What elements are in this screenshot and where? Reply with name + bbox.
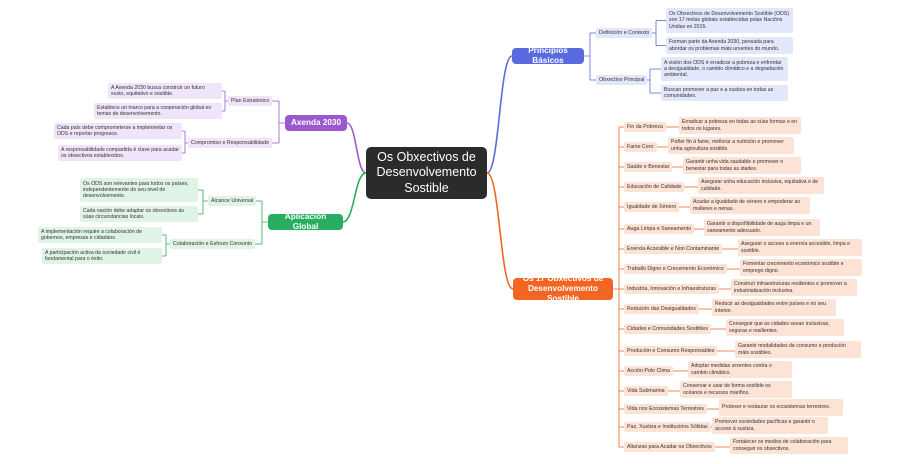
goal-9-label[interactable]: Industria, Innovación e Infraestruturas xyxy=(624,284,719,294)
goal-2-label[interactable]: Fame Cero xyxy=(624,142,657,152)
connector-12 xyxy=(647,69,651,93)
connector-18 xyxy=(224,91,228,111)
connector-1 xyxy=(486,172,514,290)
leaf-alcance-2[interactable]: Cada nación debe adaptar os obxectivos á… xyxy=(80,206,198,222)
goal-12-label[interactable]: Produción e Consumo Responsables xyxy=(624,346,718,356)
goal-11-label[interactable]: Cidades e Comunidades Sostibles xyxy=(624,324,711,334)
goal-15-description[interactable]: Protexer e restaurar os ecosistemas terr… xyxy=(719,399,843,416)
goal-13-description[interactable]: Adoptar medidas urxentes contra o cambio… xyxy=(688,361,792,378)
connector-15 xyxy=(278,101,285,143)
central-topic[interactable]: Os Obxectivos de Desenvolvemento Sostibl… xyxy=(366,147,487,199)
subtopic-colaboracion-esforzo[interactable]: Colaboración e Esforzo Conxunto xyxy=(170,239,256,249)
goal-17-label[interactable]: Alianzas para Acadar os Obxectivos xyxy=(624,442,715,452)
goal-5-label[interactable]: Igualdade de Xénero xyxy=(624,202,680,212)
goal-4-description[interactable]: Asegurar unha educación inclusiva, equit… xyxy=(698,177,824,194)
subtopic-plan-estrategico[interactable]: Plan Estratéxico xyxy=(228,96,273,106)
branch-aplicacion-global[interactable]: Aplicación Global xyxy=(268,212,343,231)
goal-4-label[interactable]: Educación de Calidade xyxy=(624,182,685,192)
branch-principios-basicos[interactable]: Principios Básicos xyxy=(512,46,584,65)
leaf-colaboracion-2[interactable]: A participación activa da sociedade civi… xyxy=(42,248,162,264)
goal-2-description[interactable]: Poñer fin á fame, mellorar a nutrición e… xyxy=(668,137,794,154)
connector-30 xyxy=(165,235,170,256)
subtopic-obxectivo-principal[interactable]: Obxectivo Principal xyxy=(596,75,648,85)
goal-10-description[interactable]: Reducir as desigualdades entre países e … xyxy=(712,299,836,316)
goal-14-description[interactable]: Conservar e usar de forma sostible os oc… xyxy=(680,381,792,398)
goal-15-label[interactable]: Vida nos Ecosistemas Terrestres xyxy=(624,404,707,414)
leaf-obxectivo-1[interactable]: A visión dos ODS é erradicar a pobreza e… xyxy=(661,57,788,81)
subtopic-definicion-contexto[interactable]: Definición e Contexto xyxy=(596,28,653,38)
leaf-plan-2[interactable]: Establece un marco para a cooperación gl… xyxy=(94,103,222,119)
leaf-alcance-1[interactable]: Os ODS son relevantes para todos os país… xyxy=(80,178,198,202)
leaf-colaboracion-1[interactable]: A implementación require a colaboración … xyxy=(38,227,162,243)
leaf-definicion-2[interactable]: Forman parte da Axenda 2030, pensada par… xyxy=(666,37,793,54)
goal-1-label[interactable]: Fin da Pobreza xyxy=(624,122,666,132)
goal-5-description[interactable]: Acadar a igualdade de xénero e empoderar… xyxy=(690,197,810,214)
leaf-definicion-1[interactable]: Os Obxectivos de Desenvolvemento Sostibl… xyxy=(666,8,793,33)
connector-9 xyxy=(652,20,657,46)
goal-7-label[interactable]: Enerxía Accesible e Non Contaminante xyxy=(624,244,723,254)
goal-10-label[interactable]: Redución das Desigualdades xyxy=(624,304,699,314)
leaf-obxectivo-2[interactable]: Buscan promover a paz e a xustiza en tod… xyxy=(661,85,788,101)
connector-0 xyxy=(486,55,513,174)
goal-8-label[interactable]: Traballo Digno e Crecemento Económico xyxy=(624,264,727,274)
goal-16-label[interactable]: Paz, Xustiza e Institucións Sólidas xyxy=(624,422,711,432)
goal-16-description[interactable]: Promover sociedades pacíficas e garantir… xyxy=(712,417,828,434)
goal-13-label[interactable]: Acción Polo Clima xyxy=(624,366,673,376)
goal-12-description[interactable]: Garantir modalidades de consumo e produc… xyxy=(735,341,861,358)
branch-axenda-2030[interactable]: Axenda 2030 xyxy=(285,115,347,131)
leaf-compromiso-2[interactable]: A responsabilidade compartida é clave pa… xyxy=(58,145,182,161)
goal-11-description[interactable]: Conseguir que as cidades sexan inclusiva… xyxy=(726,319,844,336)
subtopic-alcance-universal[interactable]: Alcance Universal xyxy=(208,196,257,206)
goal-6-description[interactable]: Garantir a dispoñibilidade de auga limpa… xyxy=(704,219,820,236)
connector-6 xyxy=(584,33,591,80)
subtopic-compromiso-responsabilidade[interactable]: Compromiso e Responsabilidade xyxy=(188,138,273,148)
goal-9-description[interactable]: Construír infraestruturas resilientes e … xyxy=(731,279,857,296)
goal-7-description[interactable]: Asegurar o acceso a enerxía accesible, l… xyxy=(738,239,862,256)
goal-8-description[interactable]: Fomentar crecemento económico sostible e… xyxy=(740,259,862,276)
connector-48 xyxy=(613,127,620,447)
goal-1-description[interactable]: Erradicar a pobreza en todas as súas for… xyxy=(679,117,801,134)
connector-27 xyxy=(202,190,208,214)
connector-2 xyxy=(346,122,367,174)
goal-14-label[interactable]: Vida Submarina xyxy=(624,386,668,396)
connector-3 xyxy=(342,172,367,223)
connector-21 xyxy=(184,131,188,153)
branch-17-obxectivos[interactable]: Os 17 Obxectivos de Desenvolvemento Sost… xyxy=(513,274,613,303)
goal-6-label[interactable]: Auga Limpa e Saneamento xyxy=(624,224,695,234)
leaf-plan-1[interactable]: A Axenda 2030 busca construír un futuro … xyxy=(108,83,222,99)
connector-24 xyxy=(261,201,268,244)
goal-17-description[interactable]: Fortalecer os medios de colaboración par… xyxy=(730,437,848,454)
goal-3-label[interactable]: Saúde e Benestar xyxy=(624,162,673,172)
leaf-compromiso-1[interactable]: Cada país debe comprometerse a implement… xyxy=(54,123,182,139)
goal-3-description[interactable]: Garantir unha vida saudable e promover o… xyxy=(683,157,801,174)
